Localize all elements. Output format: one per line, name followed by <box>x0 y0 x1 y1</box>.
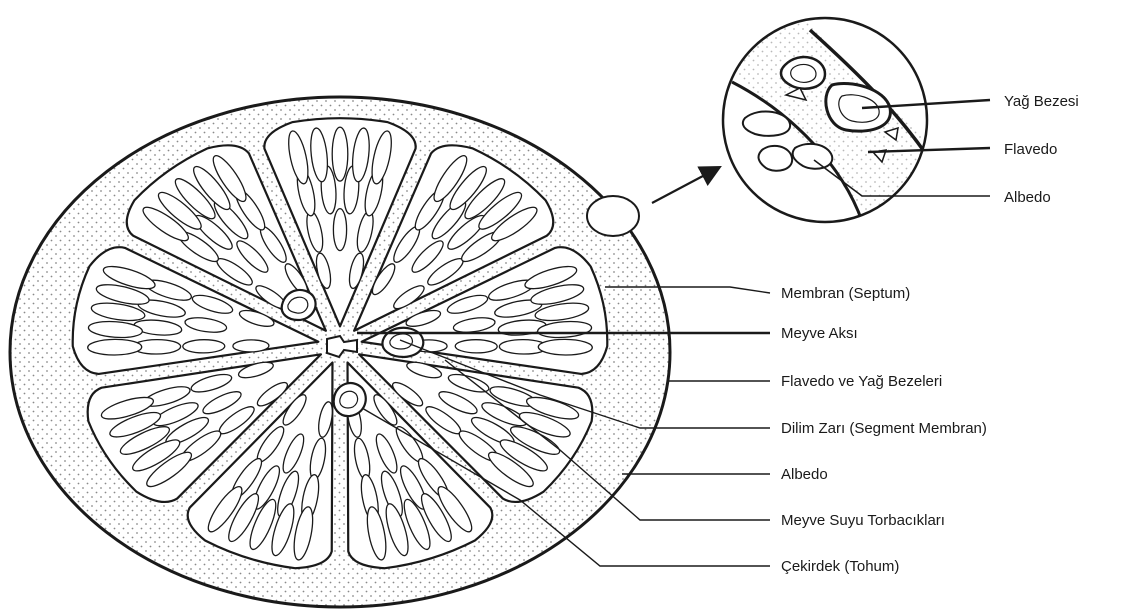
seed <box>334 383 366 416</box>
fruit <box>10 97 670 607</box>
label-cekirdek-tohum: Çekirdek (Tohum) <box>781 558 899 575</box>
juice-vesicle <box>88 339 142 355</box>
juice-vesicle <box>183 339 225 353</box>
label-inset-flavedo: Flavedo <box>1004 141 1057 158</box>
juice-vesicle <box>233 340 269 352</box>
label-membran-septum: Membran (Septum) <box>781 285 910 302</box>
juice-vesicle <box>333 209 346 251</box>
inset-magnified-peel <box>720 10 940 240</box>
juice-vesicle <box>332 127 348 181</box>
inset-cell <box>759 146 793 171</box>
inset-gland <box>781 57 825 89</box>
label-yag-bezesi: Yağ Bezesi <box>1004 93 1079 110</box>
inset-cell <box>743 111 790 135</box>
seed <box>282 290 316 320</box>
label-dilim-zari: Dilim Zarı (Segment Membran) <box>781 420 987 437</box>
label-flavedo-yag-bezeleri: Flavedo ve Yağ Bezeleri <box>781 373 942 390</box>
juice-vesicle <box>538 339 592 355</box>
main-labels: Membran (Septum) Meyve Aksı Flavedo ve Y… <box>781 285 987 575</box>
juice-vesicle <box>455 339 497 353</box>
oil-gland <box>587 196 639 236</box>
label-meyve-suyu-torbaciklari: Meyve Suyu Torbacıkları <box>781 512 945 529</box>
zoom-arrow <box>652 168 718 203</box>
inset-labels: Yağ Bezesi Flavedo Albedo <box>1004 93 1079 206</box>
label-albedo: Albedo <box>781 466 828 483</box>
label-inset-albedo: Albedo <box>1004 189 1051 206</box>
label-meyve-aksi: Meyve Aksı <box>781 325 858 342</box>
